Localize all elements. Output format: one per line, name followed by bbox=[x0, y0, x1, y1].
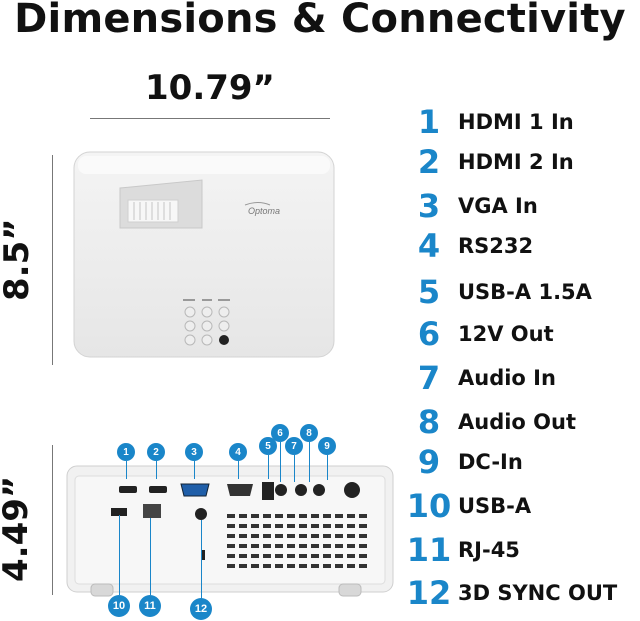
legend-item: 12 3D SYNC OUT bbox=[400, 573, 617, 613]
legend-number: 4 bbox=[417, 227, 441, 265]
legend-number: 10 bbox=[406, 487, 452, 525]
legend-item: 4 RS232 bbox=[400, 226, 533, 266]
width-dimension: 10.79” bbox=[145, 68, 275, 108]
legend-label: USB-A 1.5A bbox=[458, 280, 592, 304]
port-leader-9 bbox=[327, 455, 328, 480]
legend-number: 9 bbox=[417, 443, 441, 481]
height-dimension: 4.49” bbox=[0, 475, 36, 582]
port-leader-6 bbox=[280, 442, 281, 482]
legend-number: 12 bbox=[406, 574, 452, 612]
legend-label: DC-In bbox=[458, 450, 523, 474]
legend-label: HDMI 2 In bbox=[458, 150, 574, 174]
legend-number: 6 bbox=[417, 315, 441, 353]
page-title: Dimensions & Connectivity bbox=[14, 0, 626, 42]
port-leader-3 bbox=[194, 461, 195, 479]
port-badge-10: 10 bbox=[108, 595, 130, 617]
legend-item: 1 HDMI 1 In bbox=[400, 102, 574, 142]
legend-item: 9 DC-In bbox=[400, 442, 523, 482]
depth-dimension: 8.5” bbox=[0, 218, 37, 301]
projector-back-view bbox=[65, 440, 395, 615]
legend-item: 2 HDMI 2 In bbox=[400, 142, 574, 182]
legend-number: 3 bbox=[417, 187, 441, 225]
width-dimension-line bbox=[90, 118, 330, 119]
port-leader-7 bbox=[294, 455, 295, 482]
projector-top-view: Optoma bbox=[70, 150, 338, 360]
legend-label: Audio In bbox=[458, 366, 556, 390]
port-leader-12 bbox=[201, 520, 202, 600]
port-badge-12: 12 bbox=[190, 598, 212, 620]
legend-label: HDMI 1 In bbox=[458, 110, 574, 134]
port-badge-2: 2 bbox=[147, 443, 165, 461]
legend-number: 7 bbox=[417, 359, 441, 397]
port-leader-8 bbox=[309, 442, 310, 482]
legend-number: 1 bbox=[417, 103, 441, 141]
logo-text: Optoma bbox=[248, 206, 280, 216]
port-badge-9: 9 bbox=[318, 437, 336, 455]
port-badge-5: 5 bbox=[259, 437, 277, 455]
port-leader-11 bbox=[150, 518, 151, 595]
legend-label: RS232 bbox=[458, 234, 534, 258]
port-badge-4: 4 bbox=[229, 443, 247, 461]
legend-item: 8 Audio Out bbox=[400, 402, 576, 442]
port-badge-6: 6 bbox=[271, 424, 289, 442]
port-leader-2 bbox=[156, 461, 157, 479]
port-badge-1: 1 bbox=[117, 443, 135, 461]
legend-item: 10 USB-A bbox=[400, 486, 531, 526]
legend-item: 6 12V Out bbox=[400, 314, 554, 354]
legend-item: 7 Audio In bbox=[400, 358, 556, 398]
legend-label: 12V Out bbox=[458, 322, 554, 346]
port-leader-10 bbox=[119, 515, 120, 595]
legend-label: VGA In bbox=[458, 194, 538, 218]
legend-label: USB-A bbox=[458, 494, 532, 518]
legend-number: 5 bbox=[417, 273, 441, 311]
legend-label: Audio Out bbox=[458, 410, 577, 434]
legend-label: 3D SYNC OUT bbox=[458, 581, 618, 605]
port-leader-5 bbox=[268, 455, 269, 479]
height-dimension-line bbox=[52, 445, 53, 595]
port-leader-1 bbox=[126, 461, 127, 479]
legend-number: 11 bbox=[406, 531, 452, 569]
port-badge-11: 11 bbox=[139, 595, 161, 617]
port-badge-3: 3 bbox=[185, 443, 203, 461]
legend-number: 8 bbox=[417, 403, 441, 441]
port-badge-8: 8 bbox=[300, 424, 318, 442]
legend-label: RJ-45 bbox=[458, 538, 520, 562]
port-leader-4 bbox=[238, 461, 239, 479]
legend-item: 5 USB-A 1.5A bbox=[400, 272, 592, 312]
depth-dimension-line bbox=[52, 155, 53, 365]
legend-item: 11 RJ-45 bbox=[400, 530, 520, 570]
legend-item: 3 VGA In bbox=[400, 186, 538, 226]
port-badge-7: 7 bbox=[285, 437, 303, 455]
legend-number: 2 bbox=[417, 143, 441, 181]
